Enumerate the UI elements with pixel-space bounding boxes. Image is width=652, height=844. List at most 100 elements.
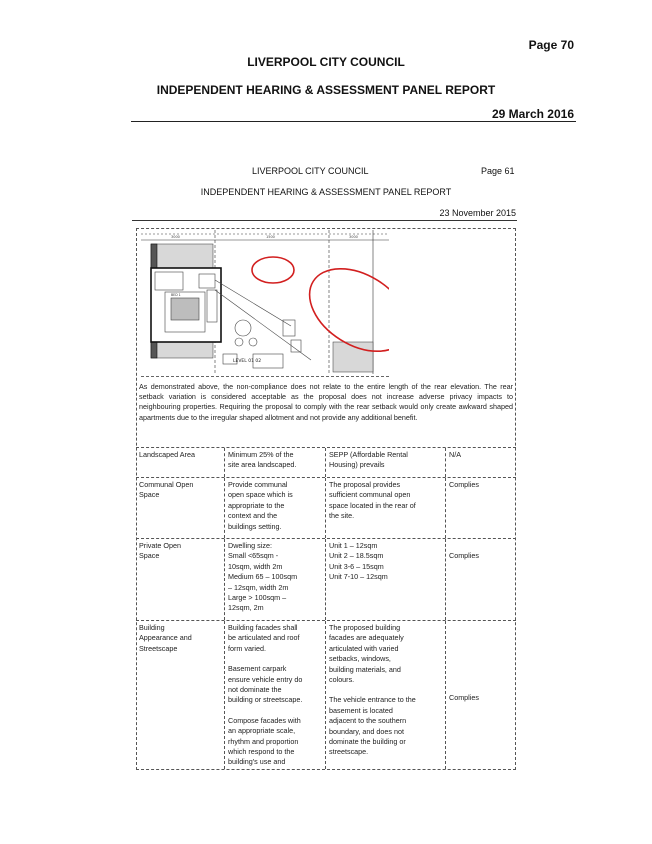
cell-line: context and the [228, 511, 278, 521]
cell-line: which respond to the [228, 747, 295, 757]
inner-report-date: 23 November 2015 [439, 208, 516, 218]
cell-line: Appearance and [139, 633, 192, 643]
cell-line: dominate the building or [329, 737, 406, 747]
inner-panel-title: INDEPENDENT HEARING & ASSESSMENT PANEL R… [200, 187, 452, 197]
cell-line: Small <65sqm - [228, 551, 279, 561]
cell-line: Basement carpark [228, 664, 287, 674]
cell-line: Housing) prevails [329, 460, 385, 470]
cell-spacer [449, 663, 513, 673]
cell-spacer [228, 706, 322, 716]
cell-line: adjacent to the southern [329, 716, 407, 726]
cell-line: Unit 2 – 18.5sqm [329, 551, 384, 561]
row-proposal: The proposed building facades are adequa… [325, 621, 445, 769]
cell-line: Building facades shall [228, 623, 298, 632]
floor-plan-drawing: 3000 1500 3000 BED 1 LEVEL 01 02 [141, 230, 389, 374]
cell-line: Private Open [139, 541, 181, 550]
row-proposal: SEPP (Affordable Rental Housing) prevail… [325, 448, 445, 477]
row-requirement: Building facades shall be articulated an… [224, 621, 325, 769]
plan-dimension-label: 3000 [171, 235, 180, 239]
cell-line: N/A [449, 450, 461, 459]
cell-spacer [449, 633, 513, 643]
cell-line: Large > 100sqm – [228, 593, 287, 603]
cell-line: SEPP (Affordable Rental [329, 450, 408, 459]
row-requirement: Dwelling size: Small <65sqm - 10sqm, wid… [224, 539, 325, 620]
cell-line: Complies [449, 480, 479, 489]
cell-line: be articulated and roof [228, 633, 300, 643]
cell-line: 12sqm, 2m [228, 603, 264, 613]
cell-spacer [449, 643, 513, 653]
plan-dimension-label: 3000 [349, 235, 358, 239]
cell-line: the site. [329, 511, 355, 521]
cell-line: The vehicle entrance to the [329, 695, 416, 705]
cell-line: ensure vehicle entry do [228, 674, 303, 684]
cell-spacer [449, 673, 513, 683]
table-divider [136, 477, 516, 478]
inner-header-rule [132, 220, 517, 221]
cell-line: Unit 7-10 – 12sqm [329, 572, 388, 582]
plan-separator [141, 376, 389, 377]
row-item: Landscaped Area [136, 448, 224, 477]
table-row: Private Open Space Dwelling size: Small … [136, 539, 516, 620]
cell-line: sufficient communal open [329, 490, 411, 500]
outer-report-date: 29 March 2016 [491, 107, 574, 121]
cell-spacer [449, 683, 513, 693]
cell-line: rhythm and proportion [228, 736, 299, 746]
cell-line: Unit 1 – 12sqm [329, 541, 378, 550]
cell-line: open space which is [228, 490, 293, 500]
row-compliance: N/A [445, 448, 516, 477]
cell-line: building materials, and [329, 664, 401, 674]
table-row: Communal Open Space Provide communal ope… [136, 478, 516, 538]
row-compliance: Complies [445, 621, 516, 769]
row-compliance: Complies [445, 478, 516, 538]
cell-line: Complies [449, 551, 479, 560]
table-divider [136, 620, 516, 621]
row-item: Building Appearance and Streetscape [136, 621, 224, 769]
cell-line: streetscape. [329, 747, 369, 757]
annotation-circle-large [308, 267, 389, 353]
assessment-paragraph: As demonstrated above, the non-complianc… [139, 382, 513, 422]
plan-level-label: LEVEL 01 02 [233, 358, 261, 364]
cell-line: basement is located [329, 705, 393, 715]
cell-line: Provide communal [228, 480, 288, 489]
cell-line: Communal Open [139, 480, 194, 489]
outer-page-number: Page 70 [528, 38, 574, 52]
row-requirement: Minimum 25% of the site area landscaped. [224, 448, 325, 477]
cell-line: Minimum 25% of the [228, 450, 294, 459]
outer-header-rule [131, 121, 576, 122]
row-proposal: Unit 1 – 12sqm Unit 2 – 18.5sqm Unit 3-6… [325, 539, 445, 620]
row-item: Communal Open Space [136, 478, 224, 538]
plan-room-label: BED 1 [171, 293, 181, 297]
plan-dimension-label: 1500 [266, 235, 275, 239]
cell-spacer [449, 623, 513, 633]
cell-line: site area landscaped. [228, 460, 297, 470]
cell-line: Medium 65 – 100sqm [228, 572, 298, 582]
cell-line: 10sqm, width 2m [228, 561, 283, 571]
cell-line: Unit 3-6 – 15sqm [329, 561, 384, 571]
cell-line: buildings setting. [228, 521, 282, 531]
outer-council-title: LIVERPOOL CITY COUNCIL [247, 55, 405, 69]
cell-line: Complies [449, 693, 479, 702]
cell-line: building or streetscape. [228, 695, 303, 705]
cell-line: – 12sqm, width 2m [228, 582, 289, 592]
cell-line: appropriate to the [228, 500, 285, 510]
row-item: Private Open Space [136, 539, 224, 620]
row-compliance: Complies [445, 539, 516, 620]
cell-spacer [449, 653, 513, 663]
cell-line: space located in the rear of [329, 500, 416, 510]
annotation-circle-small [251, 256, 295, 284]
table-divider [136, 538, 516, 539]
cell-line: Streetscape [139, 643, 178, 653]
cell-line: The proposal provides [329, 480, 401, 489]
table-row: Landscaped Area Minimum 25% of the site … [136, 448, 516, 477]
cell-line: Space [139, 551, 160, 561]
inner-page-number: Page 61 [481, 166, 515, 176]
table-divider [136, 447, 516, 448]
cell-line: Dwelling size: [228, 541, 272, 550]
row-proposal: The proposal provides sufficient communa… [325, 478, 445, 538]
cell-line: an appropriate scale, [228, 726, 296, 736]
cell-line: setbacks, windows, [329, 654, 391, 664]
cell-line: boundary, and does not [329, 726, 404, 736]
cell-line: not dominate the [228, 685, 282, 695]
cell-spacer [228, 654, 322, 664]
inner-council-title: LIVERPOOL CITY COUNCIL [252, 166, 369, 176]
